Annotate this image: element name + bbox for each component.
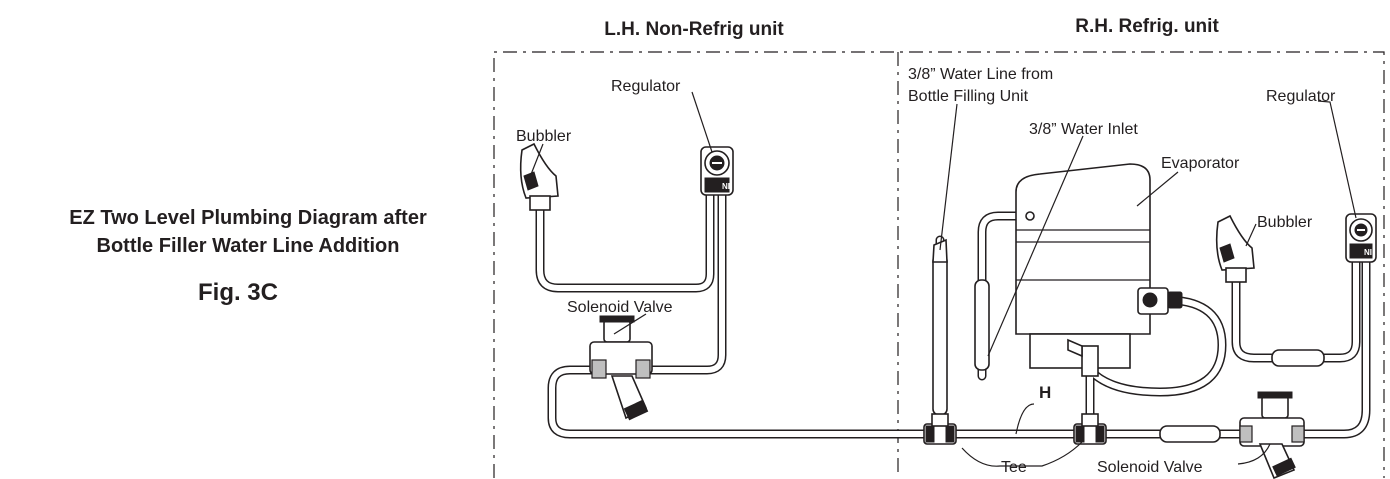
bubbler-line-sleeve <box>1271 349 1325 367</box>
label-right-bubbler: Bubbler <box>1257 214 1313 231</box>
outer-border <box>493 51 1385 478</box>
label-tee: Tee <box>1001 459 1027 476</box>
label-right-regulator: Regulator <box>1266 88 1336 105</box>
figure-number: Fig. 3C <box>198 279 278 306</box>
label-left-bubbler: Bubbler <box>516 128 572 145</box>
title-line-1: EZ Two Level Plumbing Diagram after <box>69 207 427 229</box>
tubing-inner <box>537 192 1369 437</box>
title-line-2: Bottle Filler Water Line Addition <box>97 235 400 257</box>
left-solenoid-valve <box>589 315 653 421</box>
diagram-title: EZ Two Level Plumbing Diagram after Bott… <box>69 207 427 306</box>
label-left-solenoid-valve: Solenoid Valve <box>567 299 673 316</box>
left-regulator: NI <box>700 146 734 196</box>
right-solenoid-valve <box>1239 391 1305 479</box>
evaporator <box>1015 163 1183 377</box>
tee-fitting-left <box>923 413 957 445</box>
main-line-sleeve <box>1159 425 1221 443</box>
leader-lines <box>527 91 1357 467</box>
label-left-regulator: Regulator <box>611 78 681 95</box>
right-regulator-badge: NI <box>1364 248 1372 257</box>
label-right-solenoid-valve: Solenoid Valve <box>1097 459 1203 476</box>
tee-fitting-right <box>1073 413 1107 445</box>
right-panel-header: R.H. Refrig. unit <box>1075 16 1219 37</box>
label-h-marker: H <box>1039 383 1051 402</box>
component-labels: Regulator Bubbler Solenoid Valve 3/8” Wa… <box>516 66 1336 476</box>
panel-borders <box>493 51 1385 478</box>
label-water-inlet: 3/8” Water Inlet <box>1029 121 1138 138</box>
label-evaporator: Evaporator <box>1161 155 1240 172</box>
left-panel-header: L.H. Non-Refrig unit <box>604 19 784 40</box>
left-bubbler <box>519 142 559 211</box>
left-regulator-badge: NI <box>722 182 730 191</box>
label-water-line-2: Bottle Filling Unit <box>908 88 1029 105</box>
inlet-tube-sleeve <box>974 279 990 371</box>
water-line-cap <box>932 238 948 263</box>
right-bubbler <box>1215 214 1255 283</box>
label-water-line-1: 3/8” Water Line from <box>908 66 1053 83</box>
right-regulator: NI <box>1345 213 1377 263</box>
water-line-sleeve <box>932 254 948 416</box>
